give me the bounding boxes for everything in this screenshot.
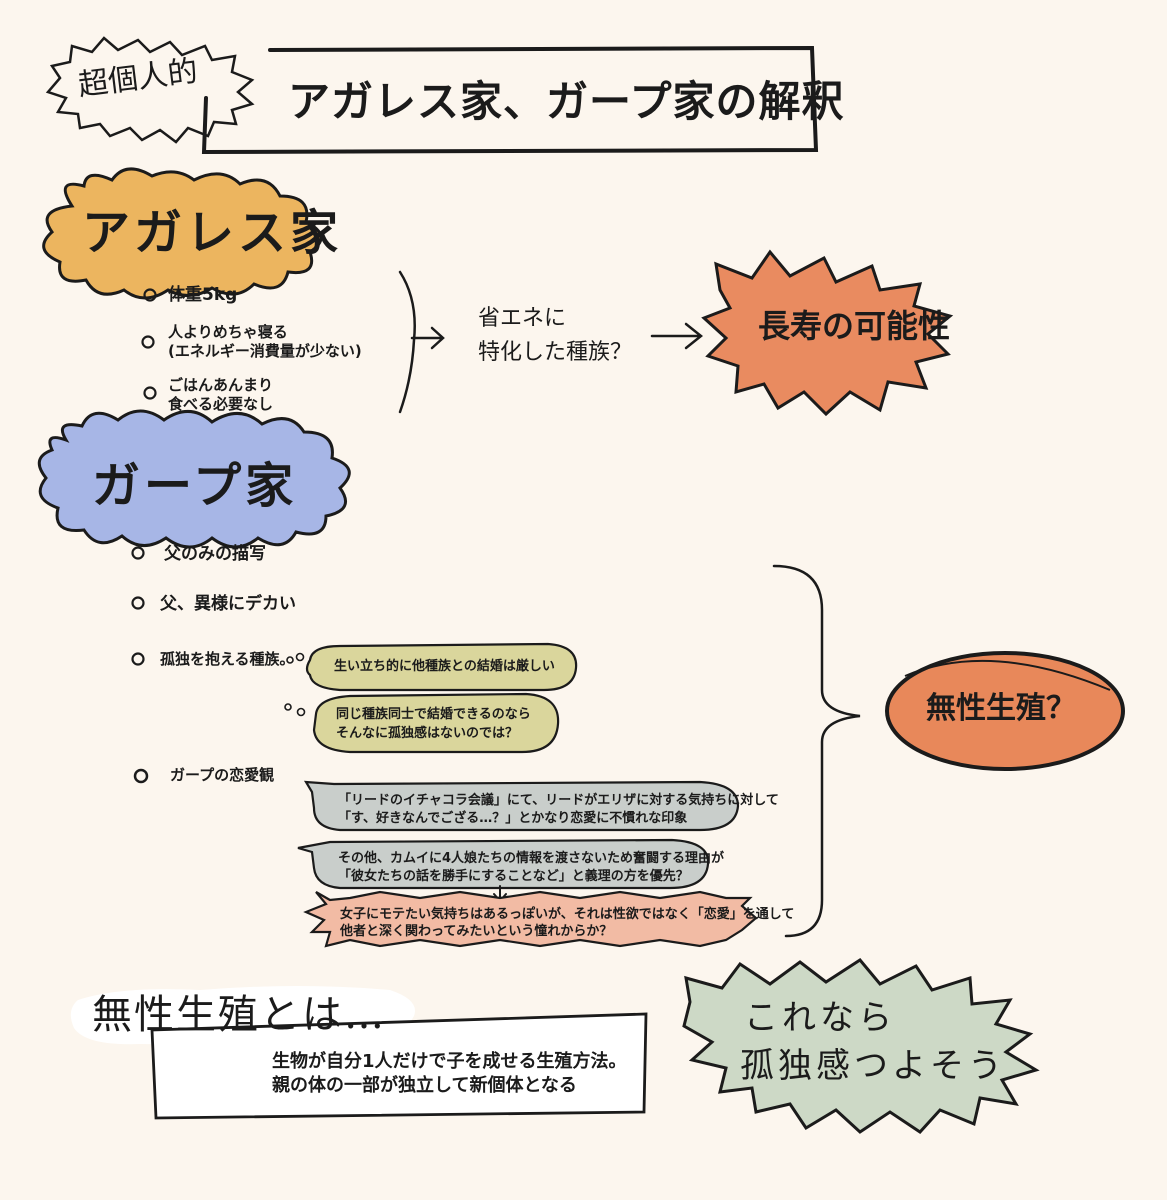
love-bubble-3-line-2: 他者と深く関わってみたいという憧れからか？ — [340, 924, 613, 939]
agares-arrow-1 — [410, 326, 445, 350]
definition-body-line-1: 生物が自分1人だけで子を成せる生殖方法。 — [272, 1051, 627, 1072]
agares-arrow-2 — [650, 322, 704, 350]
definition-body-line-2: 親の体の一部が独立して新個体となる — [272, 1075, 577, 1096]
asexual-ellipse — [885, 651, 1125, 771]
love-bubble-1 — [303, 780, 740, 832]
solitude-bubble-1 — [305, 642, 578, 692]
gaap-family-name: ガープ家 — [92, 458, 298, 514]
love-bubble-3 — [303, 890, 758, 948]
love-bubble-1-line-2: 「す、好きなんでござる…？」とかなり恋愛に不慣れな印象 — [338, 811, 688, 826]
asexual-ellipse-stroke — [904, 659, 1111, 691]
definition-title: 無性生殖とは… — [92, 992, 386, 1038]
solitude-bubble-1-text: 生い立ち的に他種族との結婚は厳しい — [334, 659, 555, 674]
thought-dot-3 — [284, 703, 292, 711]
gaap-bullet-2 — [131, 596, 145, 610]
agares-bullet-1 — [143, 288, 157, 302]
title-frame — [201, 45, 819, 155]
tag-burst — [45, 36, 255, 144]
verdict-burst — [682, 958, 1040, 1134]
thought-dot-4 — [296, 707, 306, 717]
gaap-bullet-1 — [131, 546, 145, 560]
love-bubble-3-line-1: 女子にモテたい気持ちはあるっぽいが、それは性欲ではなく「恋愛」を通して — [340, 907, 795, 922]
agares-inference-line-1: 省エネに — [478, 306, 567, 331]
gaap-bullet-3 — [131, 652, 145, 666]
agares-item-3-line-1: ごはんあんまり — [168, 376, 274, 394]
agares-cloud — [42, 167, 323, 300]
solitude-bubble-2 — [312, 692, 560, 754]
agares-inference-line-2: 特化した種族？ — [478, 340, 633, 365]
longevity-label: 長寿の可能性 — [758, 307, 951, 345]
solitude-bubble-2-line-2: そんなに孤独感はないのでは？ — [336, 726, 519, 741]
agares-item-3-line-2: 食べる必要なし — [168, 395, 274, 413]
solitude-bubble-2-line-1: 同じ種族同士で結婚できるのなら — [336, 707, 531, 722]
gaap-cloud — [37, 409, 351, 549]
thought-dot-1 — [286, 656, 294, 664]
gaap-brace — [772, 564, 861, 938]
love-bubble-2-line-1: その他、カムイに4人娘たちの情報を渡さないため奮闘する理由が — [338, 851, 725, 866]
agares-bullet-2 — [141, 335, 155, 349]
agares-item-2-line-2: (エネルギー消費量が少ない) — [168, 342, 362, 360]
gaap-item-4: ガープの恋愛観 — [170, 766, 275, 784]
verdict-line-2: 孤独感つよそう — [740, 1046, 1006, 1086]
love-bubble-1-line-1: 「リードのイチャコラ会議」にて、リードがエリザに対する気持ちに対して — [338, 793, 779, 808]
gaap-item-3: 孤独を抱える種族。 — [160, 650, 295, 668]
gaap-bullet-4 — [133, 768, 149, 784]
definition-box — [150, 1012, 648, 1120]
gaap-item-1: 父のみの描写 — [164, 544, 266, 564]
gaap-item-2: 父、異様にデカい — [160, 594, 296, 614]
agares-item-2-line-1: 人よりめちゃ寝る — [168, 323, 288, 341]
verdict-line-1: これなら — [744, 998, 896, 1038]
asexual-label: 無性生殖？ — [926, 691, 1076, 726]
longevity-burst — [701, 249, 954, 417]
agares-brace — [398, 270, 416, 414]
love-bubble-2 — [297, 838, 710, 890]
agares-item-1: 体重5kg — [168, 285, 238, 305]
thought-dot-2 — [295, 652, 305, 662]
agares-bullet-3 — [143, 386, 157, 400]
love-bubble-2-line-2: 「彼女たちの話を勝手にすることなど」と義理の方を優先？ — [338, 869, 689, 884]
agares-family-name: アガレス家 — [82, 205, 343, 261]
page-title: アガレス家、ガープ家の解釈 — [288, 77, 845, 126]
